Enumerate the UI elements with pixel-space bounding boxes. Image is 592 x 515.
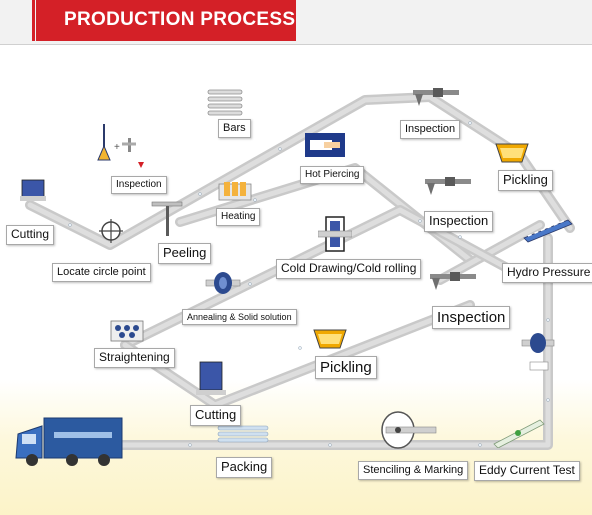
pickling-tank-icon [495,143,529,163]
inspection-tools-icon: + [97,124,144,168]
caliper-icon [425,177,471,195]
step-label-inspection: Inspection [111,176,167,194]
eddy-current-detector-icon [521,333,555,371]
step-label-packing: Packing [216,457,273,478]
track-marker-dots [68,121,550,447]
step-label-peeling: Peeling [158,243,212,264]
track-path [92,235,551,448]
heating-furnace-icon [218,182,252,201]
peeling-tool-icon [151,201,183,236]
page-title: PRODUCTION PROCESS [64,9,296,30]
packed-tubes-icon [217,425,269,443]
step-label-cutting: Cutting [190,405,242,426]
caliper-icon [430,272,476,290]
hydro-pressure-icon [523,219,573,243]
step-label-bars: Bars [218,119,251,138]
step-label-locate-circle-point: Locate circle point [52,263,151,282]
step-label-pickling: Pickling [498,170,553,191]
bars-icon [207,89,243,116]
header-bar: PRODUCTION PROCESS [0,0,592,45]
tube-under-test-icon [493,419,545,448]
step-label-cold-drawing: Cold Drawing/Cold rolling [276,259,422,279]
step-label-pickling: Pickling [315,356,377,380]
step-label-hot-piercing: Hot Piercing [300,166,365,184]
caliper-icon [413,88,459,106]
step-label-stenciling-marking: Stenciling & Marking [358,461,469,480]
cutting-machine-icon [20,179,46,201]
header-accent-stripe [32,0,35,41]
track-path [27,94,573,248]
step-label-cutting: Cutting [6,225,55,245]
step-label-straightening: Straightening [94,348,175,368]
track-path [122,207,523,348]
straightening-machine-icon [110,320,144,342]
svg-text:+: + [114,142,120,153]
stenciling-wheel-icon [381,411,437,449]
step-label-eddy-current-test: Eddy Current Test [474,461,580,481]
step-label-annealing: Annealing & Solid solution [182,309,297,326]
delivery-truck-icon [15,417,123,466]
step-label-hydro-pressure: Hydro Pressure [502,263,592,283]
step-label-inspection: Inspection [424,211,494,232]
crosshair-target-icon [99,219,123,243]
step-label-inspection: Inspection [400,120,461,139]
header-title-panel [36,0,296,41]
step-label-inspection: Inspection [432,306,511,330]
hot-piercing-icon [305,133,345,157]
drawing-die-icon [318,216,352,252]
pickling-tank-icon [313,329,347,349]
track-path [437,222,543,283]
annealing-roller-icon [205,272,241,294]
cutting-machine-icon [196,361,226,395]
step-label-heating: Heating [216,208,261,226]
